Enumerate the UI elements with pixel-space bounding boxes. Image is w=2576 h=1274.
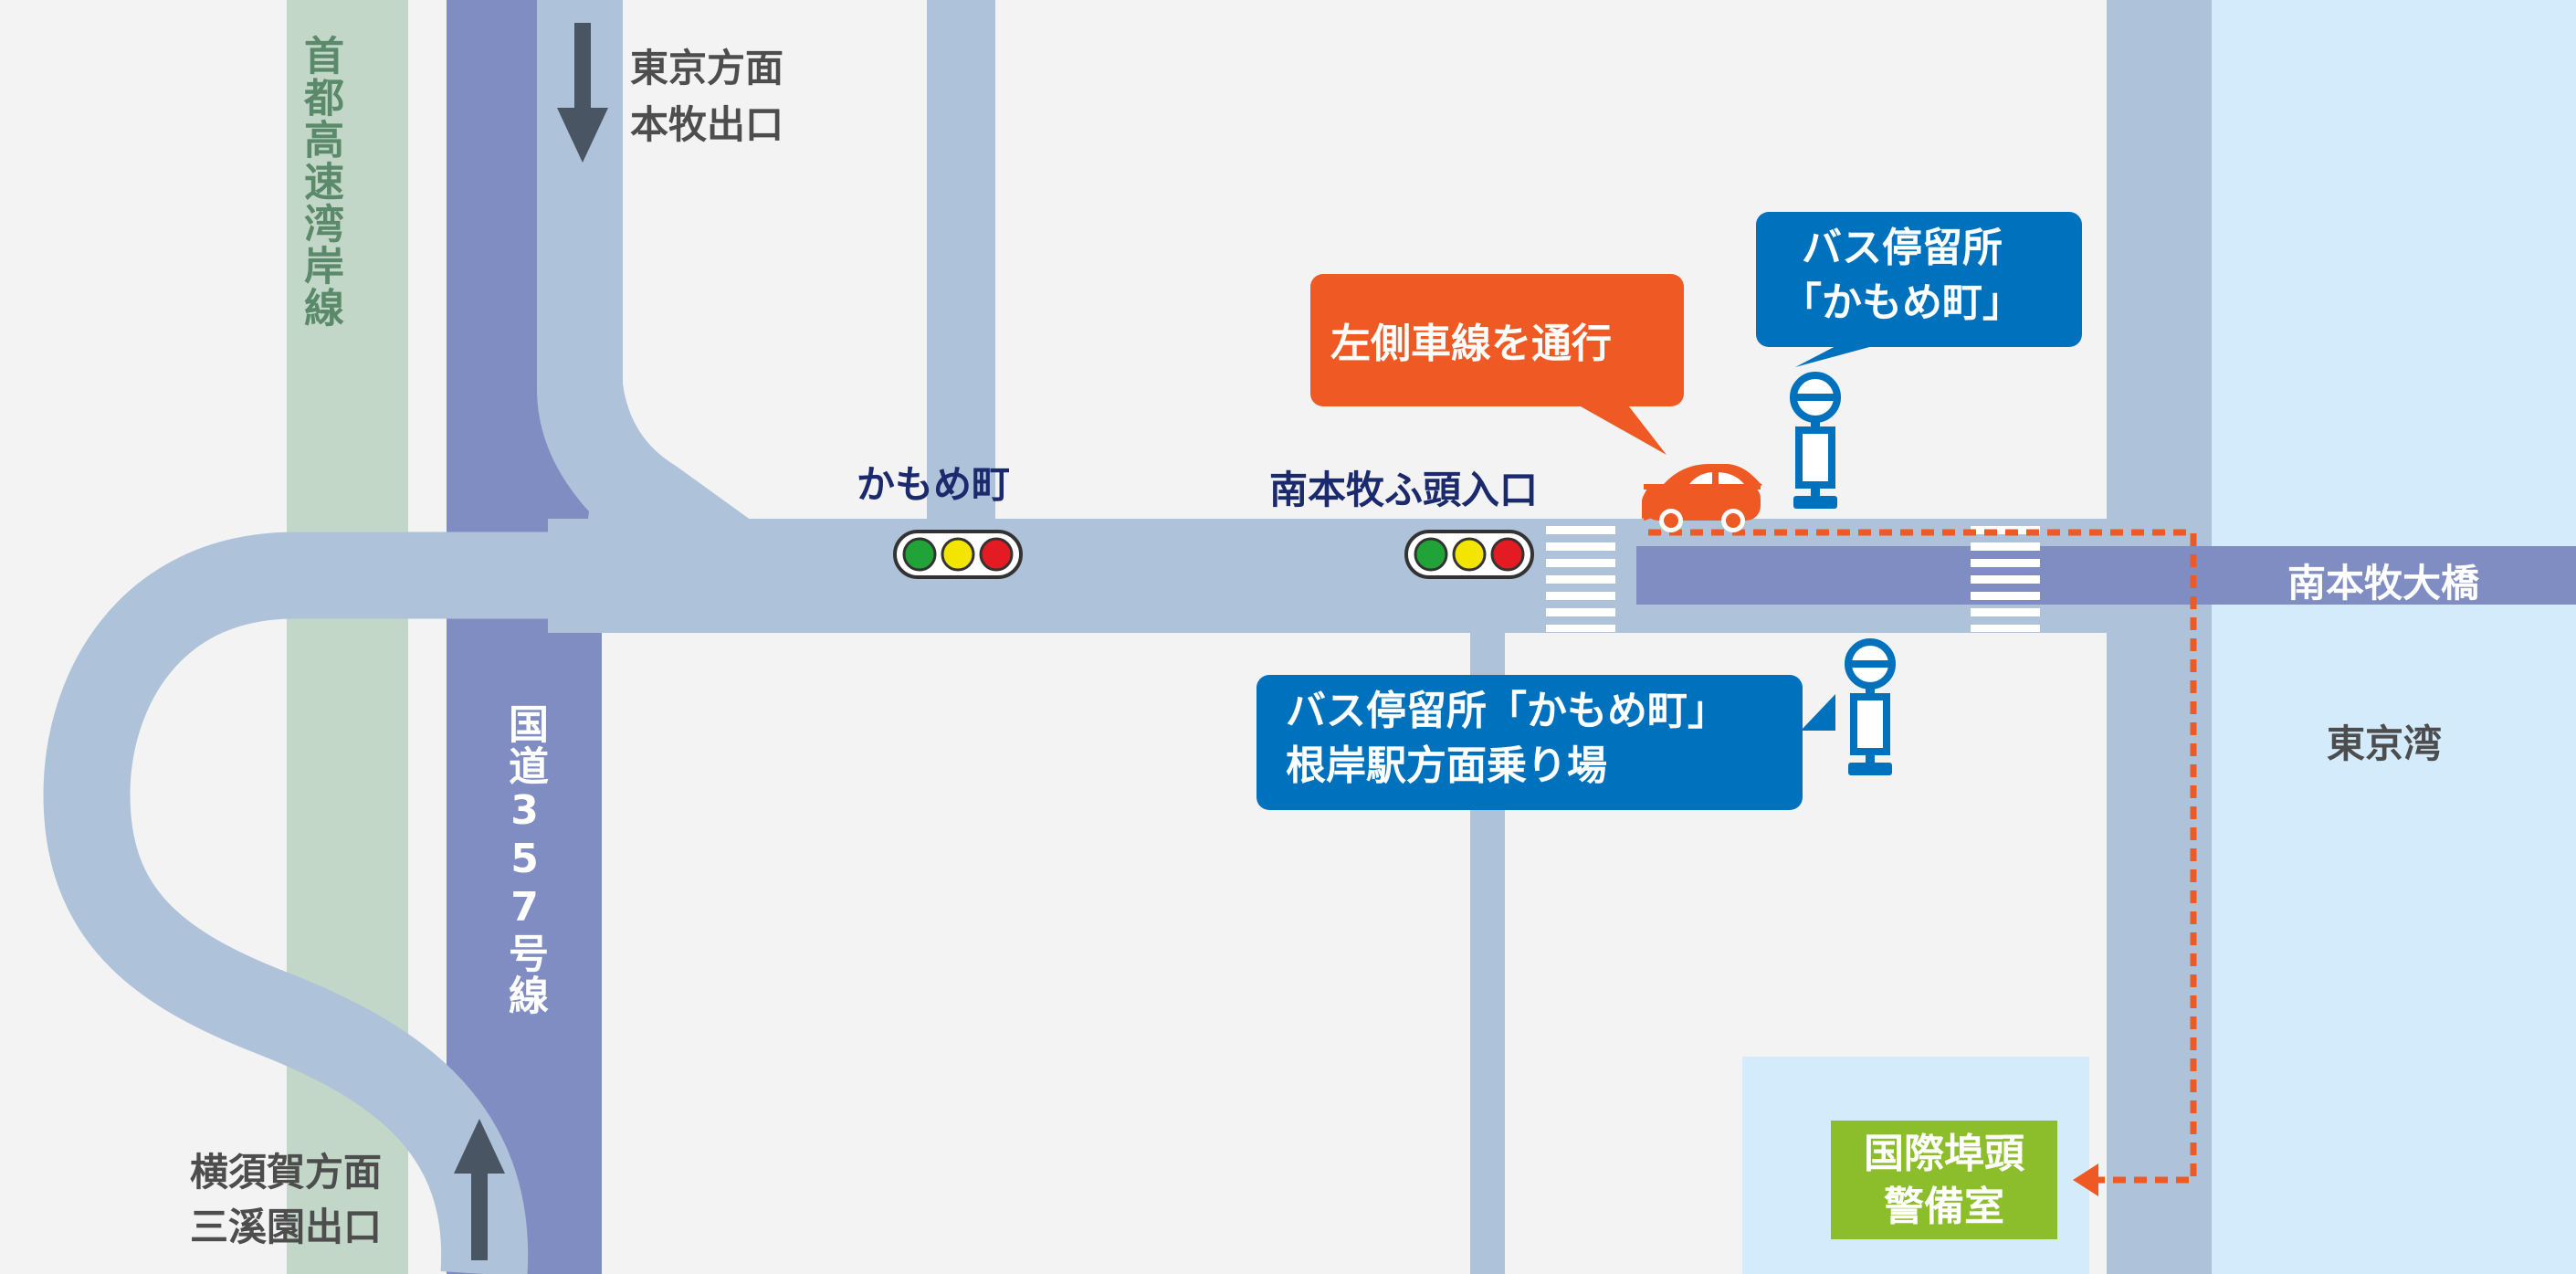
north-side-road — [927, 0, 995, 548]
tokyo-direction-line: 東京方面 — [630, 46, 784, 90]
bus-stop-icon — [1790, 372, 1841, 509]
bus-stop-south-callout-line1: バス停留所「かもめ町」 — [1286, 688, 1728, 734]
route-line — [1648, 529, 2197, 1184]
bus-stop-north-callout-line2: 「かもめ町」 — [1782, 279, 2023, 326]
left-lane-callout: 左側車線を通行 — [1310, 274, 1684, 406]
yokosuka-direction-label: 横須賀方面 三溪園出口 — [190, 1145, 382, 1255]
left-lane-callout-text: 左側車線を通行 — [1330, 321, 1612, 367]
destination-line2: 警備室 — [1884, 1184, 2004, 1230]
destination-line1: 国際埠頭 — [1864, 1131, 2024, 1177]
tokyo-direction-label: 東京方面 本牧出口 — [630, 40, 783, 153]
bus-stop-north-callout-line1: バス停留所 — [1802, 225, 2003, 271]
left-lane-callout-tail — [1572, 402, 1667, 455]
bus-stop-north-callout-tail — [1795, 343, 1883, 367]
crosswalk-icon — [1546, 526, 1615, 632]
kamome-intersection-label: かもめ町 — [857, 462, 1011, 507]
sankeien-exit-line: 三溪園出口 — [190, 1205, 383, 1249]
arrow-down-icon — [557, 23, 608, 163]
route-arrowhead-icon — [2073, 1163, 2098, 1196]
bus-stop-south-callout-line2: 根岸駅方面乗り場 — [1286, 742, 1607, 789]
minamihonmoku-intersection-label: 南本牧ふ頭入口 — [1269, 468, 1539, 512]
bridge-label: 南本牧大橋 — [2287, 561, 2480, 605]
bus-stop-north-callout: バス停留所 「かもめ町」 — [1756, 212, 2082, 347]
bus-stop-south-callout-tail — [1801, 694, 1835, 731]
traffic-light-icon — [893, 530, 1023, 579]
tokyo-exit-line: 本牧出口 — [630, 102, 784, 147]
car-icon — [1642, 464, 1766, 532]
expressway-label: 首都高速湾岸線 — [297, 35, 343, 329]
minamihonmoku-bridge — [1636, 546, 2576, 605]
security-office-destination: 国際埠頭 警備室 — [1831, 1121, 2057, 1239]
tokyo-bay-label: 東京湾 — [2327, 721, 2443, 766]
traffic-light-icon — [1404, 530, 1534, 579]
bus-stop-south-callout: バス停留所「かもめ町」 根岸駅方面乗り場 — [1256, 675, 1803, 810]
bus-stop-icon — [1845, 638, 1896, 775]
arrow-up-icon — [454, 1119, 505, 1260]
route357-label: 国道357号線 — [501, 703, 548, 1016]
tokyo-bay-water — [2212, 0, 2576, 1274]
yokosuka-direction-line: 横須賀方面 — [190, 1150, 383, 1195]
yokosuka-ramp — [43, 532, 639, 1274]
